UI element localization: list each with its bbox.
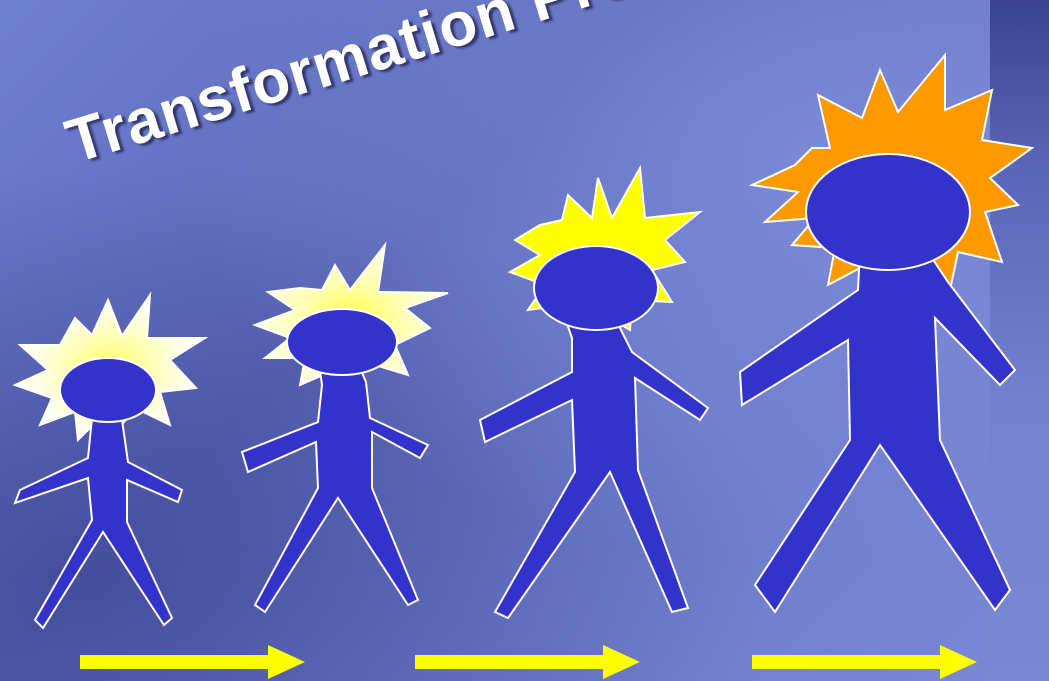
arrow-1 bbox=[80, 645, 305, 679]
head-stage-4 bbox=[805, 153, 971, 271]
head-stage-1 bbox=[59, 357, 157, 423]
head-stage-2 bbox=[286, 308, 398, 376]
figure-stage-1 bbox=[12, 291, 209, 630]
body-stage-4 bbox=[738, 248, 1017, 614]
figure-stage-3 bbox=[478, 164, 710, 620]
arrow-3 bbox=[752, 645, 977, 679]
figure-stage-4 bbox=[738, 52, 1035, 614]
body-stage-3 bbox=[478, 317, 710, 620]
body-stage-1 bbox=[13, 411, 184, 630]
head-stage-3 bbox=[533, 245, 659, 331]
body-stage-2 bbox=[240, 366, 430, 614]
figure-stage-2 bbox=[240, 241, 449, 614]
arrow-2 bbox=[415, 645, 640, 679]
